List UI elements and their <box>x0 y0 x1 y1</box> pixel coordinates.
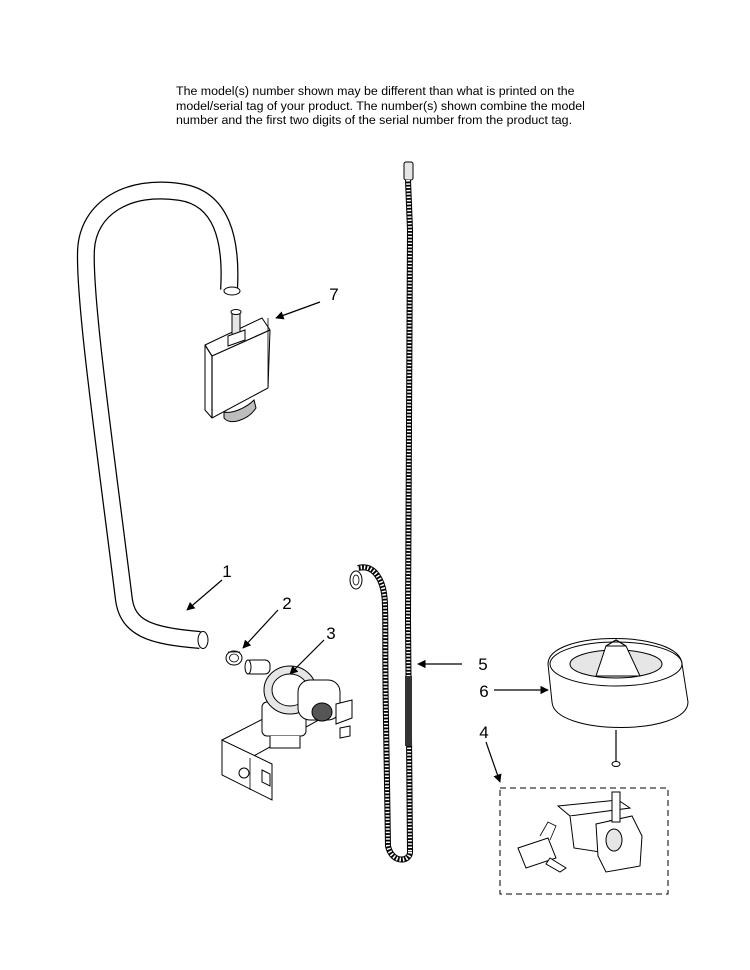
leader-2 <box>242 609 279 649</box>
part-7-vent-cup <box>204 309 271 423</box>
callout-4: 4 <box>479 723 488 742</box>
disclaimer-note: The model(s) number shown may be differe… <box>176 84 596 128</box>
part-4-float-switch <box>499 787 669 895</box>
callout-7: 7 <box>329 285 338 304</box>
part-6-float <box>547 638 689 767</box>
callout-2: 2 <box>282 594 291 613</box>
part-3-water-valve <box>220 659 353 801</box>
part-2-hose-clamp <box>225 650 243 666</box>
callout-3: 3 <box>326 624 335 643</box>
leader-7 <box>275 301 321 320</box>
disclaimer-line-3: number and the first two digits of the s… <box>176 113 573 127</box>
leader-4 <box>485 741 502 783</box>
callout-5: 5 <box>478 655 487 674</box>
disclaimer-line-2: model/serial tag of your product. The nu… <box>176 98 585 113</box>
leader-1 <box>186 579 223 611</box>
part-5-tubing <box>349 161 414 863</box>
disclaimer-line-1: The model(s) number shown may be differe… <box>176 84 575 98</box>
part-1-fill-hose <box>76 181 241 649</box>
leader-3 <box>289 639 325 675</box>
callout-6: 6 <box>479 682 488 701</box>
callout-1: 1 <box>222 562 231 581</box>
callout-leaders <box>186 301 549 783</box>
